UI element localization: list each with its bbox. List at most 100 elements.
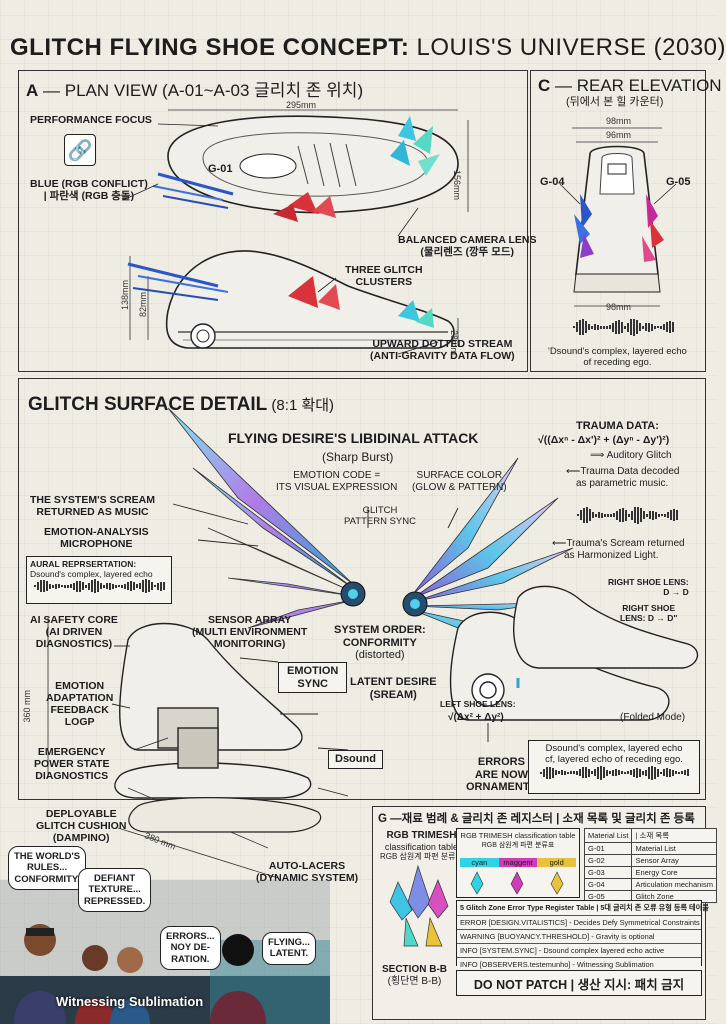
waveform-bar [650,323,653,331]
swatch-cyan: cyan [460,852,499,870]
waveform-bar [641,325,644,329]
waveform-bar [627,513,630,517]
waveform-bar [647,322,650,332]
echo-box: Dsound's complex, layered echo cf, layer… [528,740,700,794]
waveform-bar [606,513,609,517]
waveform-bar [581,319,584,335]
waveform-bar [609,513,612,517]
waveform-bar [593,769,596,777]
waveform-bar [566,771,569,774]
waveform-bar [629,319,632,335]
waveform-bar [612,513,615,517]
waveform-bar [96,580,99,592]
waveform-bar [620,321,623,333]
waveform-bar [123,583,126,589]
waveform-bar [584,767,587,779]
zone-g05: G-05 [666,176,691,188]
waveform-bar [66,584,69,588]
flying-desire-title: FLYING DESIRE'S LIBIDINAL ATTACK [228,430,479,446]
surface-detail-panel [18,378,706,800]
rear-subheader: (뒤에서 본 힐 카운터) [566,96,664,108]
waveform-bar [572,326,575,328]
surface-drawing [47,407,699,849]
rear-shoe-drawing [559,127,677,307]
waveform-bar [156,582,159,590]
waveform-bar [603,513,606,517]
waveform-bar [602,325,605,329]
waveform-bar [680,771,683,775]
waveform-bar [675,510,678,520]
waveform-bar [605,769,608,776]
waveform-bar [90,580,93,593]
waveform-bar [563,770,566,775]
waveform-bar [579,510,582,520]
waveform-bar [576,514,579,516]
waveform-bar [686,769,689,777]
aural-box: AURAL REPRSERTATION: Dsound's complex, l… [26,556,172,604]
register-row: INFO [SYSTEM.SYNC] - Dsound complex laye… [457,944,701,958]
waveform-bar [63,584,66,588]
waveform-bar [36,582,39,591]
waveform-bar [599,765,602,780]
waveform-bar [60,585,63,588]
waveform-bar [138,583,141,590]
waveform-bar [614,320,617,334]
waveform-bar [590,325,593,329]
waveform-bar [114,584,117,588]
waveform-bar [659,771,662,774]
flying-desire-sub: (Sharp Burst) [322,450,394,464]
waveform-bar [650,765,653,780]
waveform-bar [668,768,671,777]
page-title: GLITCH FLYING SHOE CONCEPT: LOUIS'S UNIV… [10,34,726,61]
register-row: ERROR [DESIGN.VITALISTICS] - Decides Def… [457,916,701,930]
waveform-bar [677,771,680,774]
waveform-bar [635,767,638,778]
waveform-bar [84,584,87,588]
label-upward-stream: UPWARD DOTTED STREAM(ANTI-GRAVITY DATA F… [370,338,515,363]
label-performance-focus: PERFORMANCE FOCUS [30,114,152,126]
waveform-bar [639,508,642,522]
waveform-bar [132,582,135,591]
speech-bubble-4: FLYING...LATENT. [262,932,316,965]
waveform-bar [594,513,597,517]
waveform-bar [587,768,590,777]
waveform-bar [572,771,575,775]
waveform-bar [659,325,662,329]
waveform-bar [666,512,669,518]
label-system-order: SYSTEM ORDER:CONFORMITY(distorted) [334,624,426,662]
label-left-lens: LEFT SHOE LENS: [440,699,516,709]
do-not-patch-banner: DO NOT PATCH | 생산 지시: 패치 금지 [456,970,702,996]
waveform-bar [608,771,611,775]
echo-waveform [529,765,699,780]
waveform-bar [93,579,96,594]
waveform-bar [656,768,659,777]
waveform-bar [581,767,584,779]
register-row: INFO [OBSERVERS.testemunho] - Witnessing… [457,958,701,971]
waveform-bar [147,580,150,593]
waveform-bar [153,585,156,588]
dsound-box: Dsound [328,750,383,769]
waveform-bar [623,325,626,329]
waveform-bar [602,767,605,779]
waveform-bar [662,769,665,777]
waveform-bar [39,580,42,593]
figure-3 [110,947,150,1024]
dim-side-height: 138mm [120,280,130,311]
waveform-bar [611,769,614,776]
waveform-bar [617,320,620,334]
waveform-bar [641,770,644,775]
waveform-bar [87,582,90,590]
waveform-bar [585,507,588,523]
waveform-bar [102,584,105,588]
waveform-bar [629,770,632,776]
rear-dim-2: 96mm [606,130,632,140]
waveform-bar [630,510,633,520]
plan-view-drawing [122,109,469,355]
